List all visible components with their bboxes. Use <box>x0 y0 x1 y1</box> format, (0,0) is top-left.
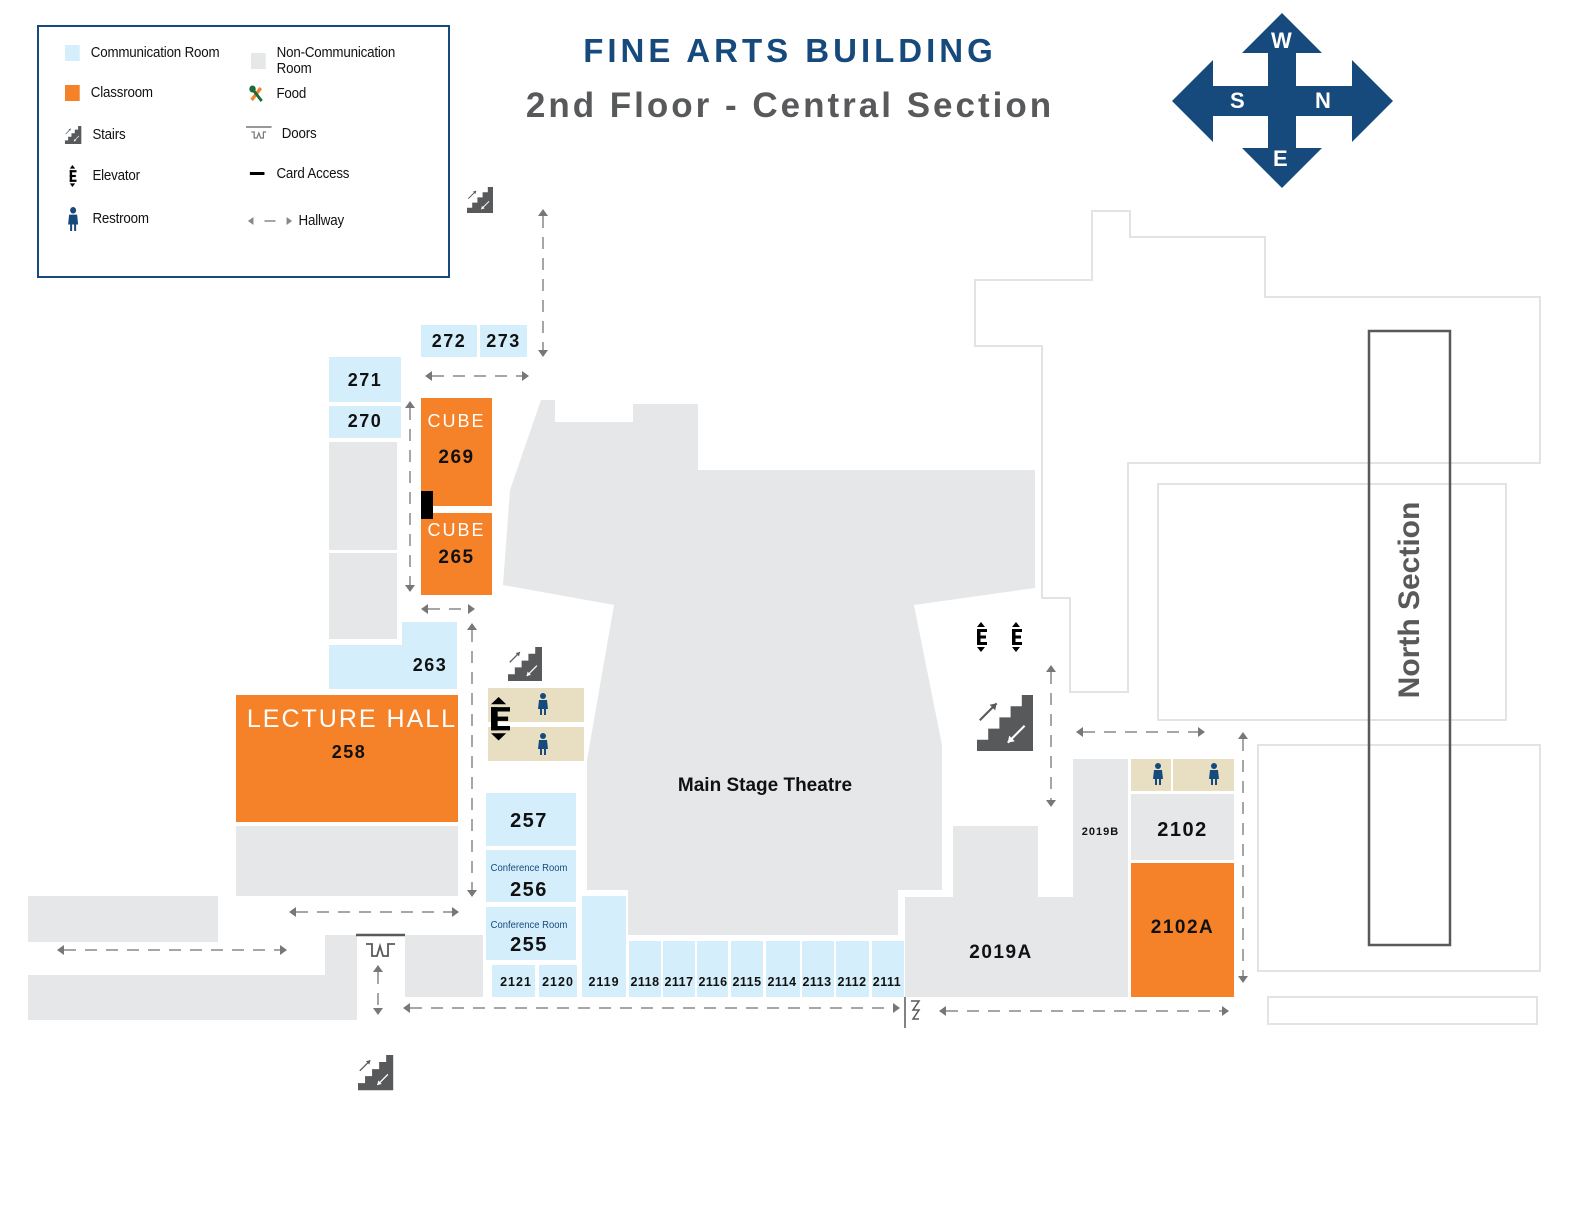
room-2019B[interactable]: 2019B <box>1081 826 1120 838</box>
legend-elevator: Elevator <box>63 165 140 187</box>
lecture-hall-label: LECTURE HALL <box>246 705 458 733</box>
cube-label-265: CUBE <box>427 520 486 540</box>
door-icon <box>245 125 273 143</box>
north-section-outline <box>974 210 1541 1025</box>
north-section-box <box>1367 329 1452 947</box>
room-2120[interactable]: 2120 <box>542 975 574 989</box>
room-2117[interactable]: 2117 <box>664 975 694 989</box>
card-access-icon <box>247 171 267 177</box>
hallway-arrows-icon <box>247 216 293 226</box>
conference-room-label-255: Conference Room <box>490 919 568 931</box>
compass-east: E <box>1273 146 1288 171</box>
legend-doors: Doors <box>245 125 317 143</box>
compass-rose <box>1172 13 1393 188</box>
hallway-lines <box>64 216 1244 1012</box>
room-257[interactable]: 257 <box>510 810 548 832</box>
north-section-label[interactable]: North Section <box>1393 501 1426 699</box>
room-2102A[interactable]: 2102A <box>1150 917 1215 938</box>
main-stage-theatre <box>503 400 1035 935</box>
room-2112[interactable]: 2112 <box>837 975 867 989</box>
legend-label: Restroom <box>92 211 149 227</box>
room-270[interactable]: 270 <box>347 411 383 431</box>
legend-label: Non-Communication Room <box>276 45 396 77</box>
main-stage-theatre-label[interactable]: Main Stage Theatre <box>677 775 853 796</box>
legend-hallway: Hallway <box>247 213 344 229</box>
fork-spoon-icon <box>247 84 267 104</box>
room-258[interactable]: 258 <box>331 742 367 762</box>
legend-label: Classroom <box>90 85 153 101</box>
legend-label: Elevator <box>92 168 140 184</box>
building-title: FINE ARTS BUILDING <box>583 32 997 69</box>
room-273[interactable]: 273 <box>486 331 521 351</box>
conference-room-label-256: Conference Room <box>490 862 568 874</box>
swatch-light-blue <box>65 45 80 61</box>
room-256[interactable]: 256 <box>510 879 548 901</box>
swatch-orange <box>65 85 80 101</box>
room-2114[interactable]: 2114 <box>767 975 797 989</box>
room-269[interactable]: 269 <box>438 447 475 468</box>
room-2102[interactable]: 2102 <box>1157 819 1208 841</box>
legend-classroom: Classroom <box>65 85 153 101</box>
room-2119[interactable]: 2119 <box>588 975 620 989</box>
compass-north: N <box>1315 88 1331 113</box>
card-access-bar <box>421 491 433 519</box>
room-272[interactable]: 272 <box>431 331 467 351</box>
room-2115[interactable]: 2115 <box>732 975 762 989</box>
compass-west: W <box>1271 28 1292 53</box>
room-2019A[interactable]: 2019A <box>969 942 1033 963</box>
legend-stairs: Stairs <box>63 126 126 144</box>
legend-label: Food <box>276 86 307 102</box>
room-2118[interactable]: 2118 <box>630 975 660 989</box>
room-2121[interactable]: 2121 <box>500 975 532 989</box>
stairs-icon <box>63 126 83 144</box>
room-2113[interactable]: 2113 <box>802 975 832 989</box>
legend-label: Stairs <box>92 127 126 143</box>
legend-food: Food <box>247 84 306 104</box>
restroom-person-icon <box>63 207 83 231</box>
legend-label: Card Access <box>276 166 350 182</box>
legend-restroom: Restroom <box>63 207 149 231</box>
compass-south: S <box>1230 88 1245 113</box>
swatch-light-gray <box>251 53 266 69</box>
legend-label: Hallway <box>298 213 345 229</box>
cube-label-269: CUBE <box>427 411 486 431</box>
elevator-icon <box>63 165 83 187</box>
legend-label: Communication Room <box>90 45 220 61</box>
room-263[interactable]: 263 <box>412 655 448 675</box>
room-255[interactable]: 255 <box>510 934 548 956</box>
legend-communication-room: Communication Room <box>65 45 220 61</box>
legend-non-communication-room: Non-Communication Room <box>251 45 432 77</box>
legend-card-access: Card Access <box>247 166 349 182</box>
legend-label: Doors <box>281 126 317 142</box>
room-271[interactable]: 271 <box>347 370 383 390</box>
room-265[interactable]: 265 <box>438 547 475 568</box>
room-2116[interactable]: 2116 <box>698 975 728 989</box>
legend: Communication Room Non-Communication Roo… <box>37 25 450 278</box>
floor-subtitle: 2nd Floor - Central Section <box>525 86 1055 125</box>
room-2111[interactable]: 2111 <box>872 975 902 989</box>
